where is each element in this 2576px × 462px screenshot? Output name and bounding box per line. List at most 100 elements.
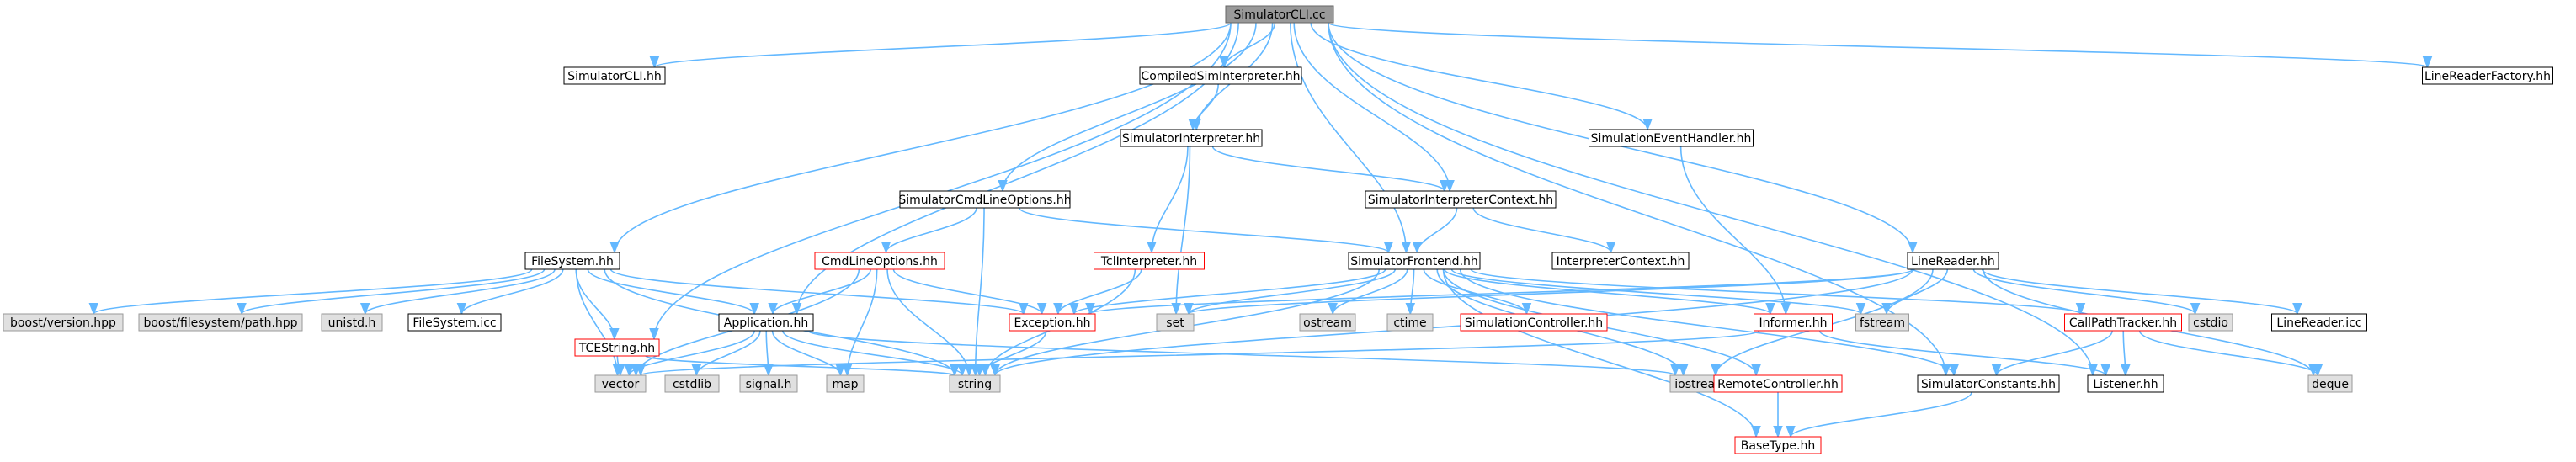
edge-application-to-cstdlib xyxy=(691,330,761,377)
edge-cmdlineopts-to-frontend xyxy=(1019,207,1393,254)
node-tcestring[interactable]: TCEString.hh xyxy=(574,338,660,357)
node-application[interactable]: Application.hh xyxy=(718,313,814,332)
node-remotectrl[interactable]: RemoteController.hh xyxy=(1713,374,1843,393)
node-label-compiled: CompiledSimInterpreter.hh xyxy=(1141,70,1300,83)
edge-tclinterp-to-exception xyxy=(1053,268,1142,316)
node-box-deque xyxy=(2307,374,2353,393)
node-box-linereader xyxy=(1907,252,1999,270)
node-box-cmdline xyxy=(814,252,945,270)
node-box-siminterp xyxy=(1120,129,1263,147)
edge-frontend-to-ctime xyxy=(1405,268,1416,316)
edge-cmdlineopts-to-cmdline xyxy=(881,207,977,254)
node-linefactory[interactable]: LineReaderFactory.hh xyxy=(2422,66,2553,85)
node-label-tcestring: TCEString.hh xyxy=(578,342,655,355)
node-label-informer: Informer.hh xyxy=(1759,316,1828,330)
edge-filesystem-to-vector xyxy=(575,268,623,377)
node-box-exception xyxy=(1009,313,1096,332)
edge-frontend-to-basetype xyxy=(1442,268,1761,438)
node-label-application: Application.hh xyxy=(724,316,808,330)
node-frontend[interactable]: SimulatorFrontend.hh xyxy=(1348,252,1481,270)
node-box-listener xyxy=(2087,374,2164,393)
node-label-listener: Listener.hh xyxy=(2093,378,2158,391)
node-tclinterp[interactable]: TclInterpreter.hh xyxy=(1094,252,1205,270)
node-box-set xyxy=(1156,313,1195,332)
node-label-ctime: ctime xyxy=(1393,316,1426,330)
node-simevent[interactable]: SimulationEventHandler.hh xyxy=(1589,129,1754,147)
node-box-vector xyxy=(594,374,647,393)
edge-filesystem-to-boostver xyxy=(88,268,533,316)
node-cmdline[interactable]: CmdLineOptions.hh xyxy=(814,252,945,270)
node-box-interpctx2 xyxy=(1551,252,1690,270)
edge-filesystem-to-exception xyxy=(609,268,1029,316)
node-simconst[interactable]: SimulatorConstants.hh xyxy=(1917,374,2060,393)
node-basetype[interactable]: BaseType.hh xyxy=(1734,436,1822,454)
node-label-frontend: SimulatorFrontend.hh xyxy=(1350,255,1478,268)
node-cmdlineopts[interactable]: SimulatorCmdLineOptions.hh xyxy=(898,190,1072,209)
node-box-simcli_hh xyxy=(563,66,666,85)
edge-filesystem-to-application xyxy=(587,268,759,316)
node-signalh: signal.h xyxy=(739,374,798,393)
edge-application-to-string xyxy=(782,330,967,377)
node-box-fsicc xyxy=(407,313,502,332)
node-label-map: map xyxy=(832,378,858,391)
edge-exception-to-string xyxy=(974,330,1047,377)
node-ostream: ostream xyxy=(1299,313,1356,332)
edge-siminterp-to-interpctx xyxy=(1211,146,1450,193)
edge-cmdline-to-map xyxy=(842,268,878,377)
node-label-fsicc: FileSystem.icc xyxy=(412,316,496,330)
edge-root-to-listener xyxy=(1328,22,2098,377)
edge-tcestring-to-vector xyxy=(615,355,625,377)
edge-linereader-to-set xyxy=(1184,268,1913,316)
node-unistd: unistd.h xyxy=(321,313,383,332)
node-cstdlib: cstdlib xyxy=(664,374,720,393)
node-interpctx[interactable]: SimulatorInterpreterContext.hh xyxy=(1365,190,1557,209)
node-box-simctrl xyxy=(1460,313,1608,332)
edge-siminterp-to-set xyxy=(1171,146,1191,316)
node-box-ostream xyxy=(1299,313,1356,332)
node-lricc[interactable]: LineReader.icc xyxy=(2271,313,2367,332)
edge-callpath-to-simconst xyxy=(1991,330,2113,377)
node-label-lricc: LineReader.icc xyxy=(2276,316,2361,330)
node-box-cmdlineopts xyxy=(899,190,1071,209)
node-box-signalh xyxy=(739,374,798,393)
edge-cmdline-to-application xyxy=(768,268,871,316)
node-callpath[interactable]: CallPathTracker.hh xyxy=(2064,313,2182,332)
edge-frontend-to-set xyxy=(1184,268,1397,316)
node-label-deque: deque xyxy=(2312,378,2349,391)
node-fsicc[interactable]: FileSystem.icc xyxy=(407,313,502,332)
node-box-cstdio xyxy=(2188,313,2233,332)
edge-linereader-to-cstdio xyxy=(1972,268,2201,316)
node-box-boostver xyxy=(3,313,124,332)
node-compiled[interactable]: CompiledSimInterpreter.hh xyxy=(1139,66,1302,85)
node-siminterp[interactable]: SimulatorInterpreter.hh xyxy=(1120,129,1263,147)
edge-interpctx-to-frontend xyxy=(1412,207,1458,254)
node-box-string xyxy=(949,374,1001,393)
node-root[interactable]: SimulatorCLI.cc xyxy=(1225,5,1334,24)
edge-cmdline-to-string xyxy=(886,268,974,377)
node-box-map xyxy=(826,374,865,393)
edge-tcestring-to-string xyxy=(645,355,960,377)
node-linereader[interactable]: LineReader.hh xyxy=(1907,252,1999,270)
node-label-cstdlib: cstdlib xyxy=(673,378,711,391)
edge-root-to-application xyxy=(791,22,1239,316)
node-vector: vector xyxy=(594,374,647,393)
edge-callpath-to-listener xyxy=(2121,330,2131,377)
node-box-unistd xyxy=(321,313,383,332)
node-listener[interactable]: Listener.hh xyxy=(2087,374,2164,393)
node-set: set xyxy=(1156,313,1195,332)
node-box-remotectrl xyxy=(1713,374,1843,393)
node-label-filesystem: FileSystem.hh xyxy=(531,255,614,268)
node-simcli_hh[interactable]: SimulatorCLI.hh xyxy=(563,66,666,85)
node-informer[interactable]: Informer.hh xyxy=(1754,313,1833,332)
node-label-linereader: LineReader.hh xyxy=(1911,255,1995,268)
node-exception[interactable]: Exception.hh xyxy=(1009,313,1096,332)
edge-filesystem-to-fsicc xyxy=(456,268,564,316)
edge-frontend-to-callpath xyxy=(1470,268,2085,316)
node-simctrl[interactable]: SimulationController.hh xyxy=(1460,313,1608,332)
node-label-interpctx2: InterpreterContext.hh xyxy=(1557,255,1685,268)
node-filesystem[interactable]: FileSystem.hh xyxy=(524,252,620,270)
edge-application-to-map xyxy=(771,330,846,377)
node-box-root xyxy=(1225,5,1334,24)
node-label-interpctx: SimulatorInterpreterContext.hh xyxy=(1368,194,1553,207)
node-interpctx2[interactable]: InterpreterContext.hh xyxy=(1551,252,1690,270)
